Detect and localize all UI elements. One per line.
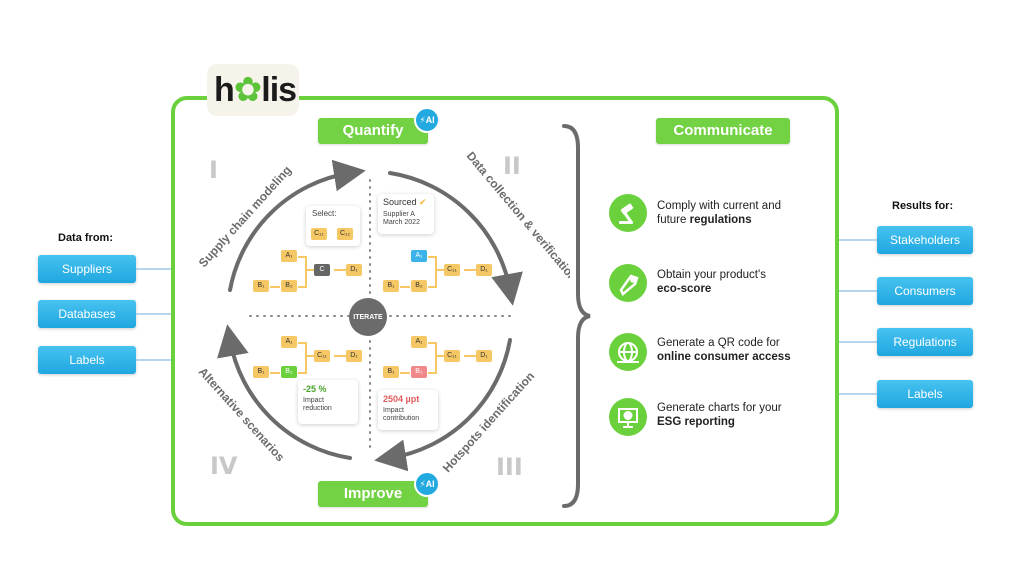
holis-frame: [171, 96, 839, 526]
arc-top-right: [388, 171, 523, 306]
contribution-card: 2504 µpt Impact contribution: [378, 390, 438, 430]
q4-node-b2[interactable]: B₂: [281, 366, 297, 378]
data-from-heading: Data from:: [58, 232, 114, 244]
select-label: Select:: [312, 209, 337, 218]
source-databases-button[interactable]: Databases: [38, 300, 136, 328]
numeral-1: I: [209, 156, 218, 184]
globe-qr-icon: [609, 333, 647, 371]
q1-node-b2[interactable]: B₂: [281, 280, 297, 292]
q3-node-d1[interactable]: D₁: [476, 350, 492, 362]
quantify-ai-badge: ⚡AI: [414, 107, 440, 133]
numeral-2: II: [503, 152, 521, 180]
results-for-heading: Results for:: [892, 200, 954, 212]
q3-node-c11[interactable]: C₁₁: [444, 350, 460, 362]
feature-eco-score: Obtain your product's eco-score: [657, 269, 766, 295]
node-c12[interactable]: C₁₂: [337, 228, 354, 240]
select-card: Select: C₁₁ C₁₂: [306, 206, 360, 246]
date-label: March 2022: [383, 219, 420, 226]
q1-node-c[interactable]: C: [314, 264, 330, 276]
q3-node-b2[interactable]: B₂: [411, 366, 427, 378]
reduction-label-1: Impact: [303, 397, 325, 404]
q2-node-b2[interactable]: B₂: [411, 280, 427, 292]
q4-node-b1[interactable]: B₁: [253, 366, 269, 378]
contribution-value: 2504 µpt: [383, 394, 420, 404]
q2-node-c11[interactable]: C₁₁: [444, 264, 460, 276]
chart-board-icon: [609, 398, 647, 436]
supplier-label: Supplier A: [383, 211, 415, 218]
logo-leaf-icon: ✿: [233, 71, 262, 109]
q2-node-d1[interactable]: D₁: [476, 264, 492, 276]
node-c11[interactable]: C₁₁: [311, 228, 327, 240]
iterate-badge[interactable]: ITERATE: [349, 298, 387, 336]
result-consumers-button[interactable]: Consumers: [877, 277, 973, 305]
numeral-3: III: [496, 453, 523, 481]
logo-background: [207, 64, 299, 116]
reduction-value: -25 %: [303, 384, 327, 394]
reduction-label-2: reduction: [303, 405, 332, 412]
q3-links: [400, 342, 476, 374]
numeral-4: IV: [210, 452, 238, 480]
sourced-label: Sourced: [383, 197, 417, 207]
q2-links: [400, 256, 476, 288]
leaf-tag-icon: [609, 264, 647, 302]
sourced-card: Sourced ✔ Supplier A March 2022: [378, 194, 434, 234]
q3-node-a1[interactable]: A₁: [411, 336, 427, 348]
q2-node-b1[interactable]: B₁: [383, 280, 399, 292]
quantify-button[interactable]: Quantify: [318, 118, 428, 144]
result-stakeholders-button[interactable]: Stakeholders: [877, 226, 973, 254]
q1-node-d1[interactable]: D₁: [346, 264, 362, 276]
arc-bottom-right: [374, 338, 512, 472]
source-labels-button[interactable]: Labels: [38, 346, 136, 374]
q1-node-a1[interactable]: A₁: [281, 250, 297, 262]
communicate-button[interactable]: Communicate: [656, 118, 790, 144]
q2-node-a1[interactable]: A₁: [411, 250, 427, 262]
brace-icon: [562, 124, 591, 508]
q4-node-a1[interactable]: A₁: [281, 336, 297, 348]
result-regulations-button[interactable]: Regulations: [877, 328, 973, 356]
contribution-label-1: Impact: [383, 407, 405, 414]
q4-links: [270, 342, 346, 374]
q1-node-b1[interactable]: B₁: [253, 280, 269, 292]
source-suppliers-button[interactable]: Suppliers: [38, 255, 136, 283]
arc-bottom-left: [217, 324, 352, 460]
q4-node-d1[interactable]: D₁: [346, 350, 362, 362]
feature-esg-charts: Generate charts for your ESG reporting: [657, 402, 782, 428]
gavel-icon: [609, 194, 647, 232]
improve-button[interactable]: Improve: [318, 481, 428, 507]
reduction-card: -25 % Impact reduction: [298, 380, 358, 424]
feature-regulations: Comply with current and future regulatio…: [657, 200, 781, 226]
holis-logo: h✿lis: [214, 71, 297, 109]
result-labels-button[interactable]: Labels: [877, 380, 973, 408]
contribution-label-2: contribution: [383, 415, 420, 422]
check-icon: ✔: [419, 197, 427, 207]
q1-links: [270, 256, 346, 288]
q3-node-b1[interactable]: B₁: [383, 366, 399, 378]
q4-node-c11[interactable]: C₁₁: [314, 350, 330, 362]
improve-ai-badge: ⚡AI: [414, 471, 440, 497]
cycle-diagram: Supply chain modeling Data collection & …: [196, 149, 570, 475]
arc-top-left: [228, 159, 366, 292]
feature-qr-code: Generate a QR code for online consumer a…: [657, 337, 791, 363]
